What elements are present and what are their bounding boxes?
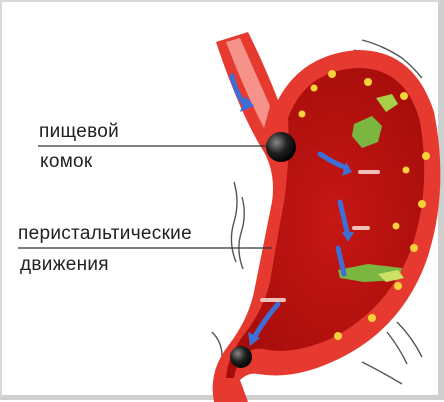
food-bolus-ball-exit bbox=[230, 346, 252, 368]
label-peristalsis-line1: перистальтические bbox=[18, 223, 192, 245]
label-food-bolus-line2: комок bbox=[40, 151, 93, 173]
food-bolus-ball bbox=[266, 132, 296, 162]
label-food-bolus-line1: пищевой bbox=[39, 121, 119, 143]
label-peristalsis-line2: движения bbox=[20, 254, 109, 276]
